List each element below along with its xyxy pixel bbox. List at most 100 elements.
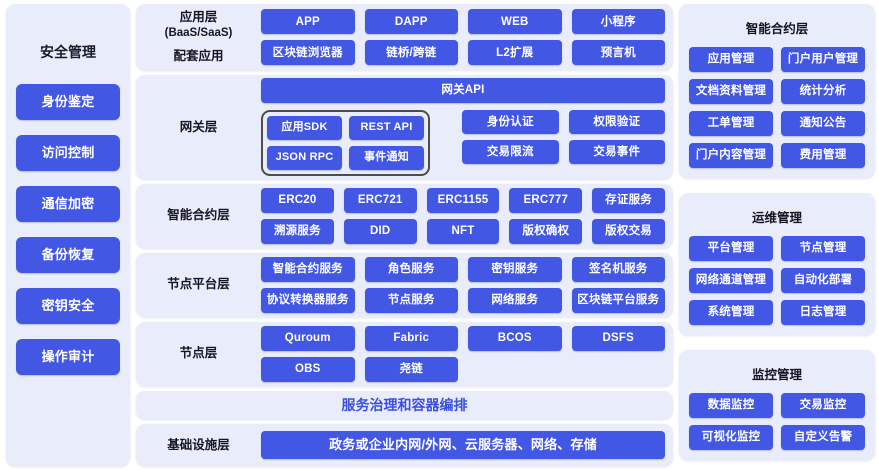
mini-program-button[interactable]: 小程序 — [571, 9, 665, 35]
smart-contract-panel-grid: 应用管理 门户用户管理 文档资料管理 统计分析 工单管理 通知公告 门户内容管理… — [689, 47, 865, 168]
erc721-button[interactable]: ERC721 — [343, 187, 417, 213]
application-column-2: DAPP 链桥/跨链 — [364, 9, 458, 66]
sidebar-item-operation-audit[interactable]: 操作审计 — [16, 339, 120, 375]
work-order-management-button[interactable]: 工单管理 — [689, 111, 773, 136]
fabric-button[interactable]: Fabric — [364, 325, 458, 351]
automated-deployment-button[interactable]: 自动化部署 — [781, 268, 865, 293]
node-platform-layer: 节点平台层 智能合约服务 协议转换器服务 角色服务 节点服务 密钥服务 网络服务 — [136, 252, 673, 317]
blockchain-explorer-button[interactable]: 区块链浏览器 — [261, 40, 355, 66]
app-button[interactable]: APP — [261, 9, 355, 35]
smart-contract-layer: 智能合约层 ERC20 溯源服务 ERC721 DID ERC1155 NFT — [136, 183, 673, 248]
did-button[interactable]: DID — [343, 218, 417, 244]
copyright-trading-button[interactable]: 版权交易 — [592, 218, 665, 244]
erc777-button[interactable]: ERC777 — [509, 187, 583, 213]
evidence-storage-service-button[interactable]: 存证服务 — [592, 187, 665, 213]
node-column-3: BCOS — [468, 325, 562, 382]
fee-management-button[interactable]: 费用管理 — [781, 143, 865, 168]
signer-service-button[interactable]: 签名机服务 — [571, 256, 665, 282]
smart-contract-column-1: ERC20 溯源服务 — [261, 187, 334, 244]
gateway-layer: 网关层 网关API 应用SDK JSON RPC REST API 事件通知 — [136, 75, 673, 179]
node-platform-column-4: 签名机服务 区块链平台服务 — [571, 256, 665, 313]
gateway-api-bar[interactable]: 网关API — [261, 78, 665, 103]
nft-button[interactable]: NFT — [426, 218, 500, 244]
oracle-button[interactable]: 预言机 — [571, 40, 665, 66]
security-management-sidebar: 安全管理 身份鉴定 访问控制 通信加密 备份恢复 密钥安全 操作审计 — [6, 4, 130, 466]
visualization-monitoring-button[interactable]: 可视化监控 — [689, 425, 773, 450]
network-service-button[interactable]: 网络服务 — [468, 287, 562, 313]
sidebar-item-comm-encryption[interactable]: 通信加密 — [16, 186, 120, 222]
notification-announcement-button[interactable]: 通知公告 — [781, 111, 865, 136]
node-platform-column-1: 智能合约服务 协议转换器服务 — [261, 256, 355, 313]
data-monitoring-button[interactable]: 数据监控 — [689, 393, 773, 418]
sidebar-item-backup-recovery[interactable]: 备份恢复 — [16, 237, 120, 273]
node-layer-grid: Quroum OBS Fabric 尧链 BCOS DSFS — [261, 325, 665, 382]
sidebar-item-key-security[interactable]: 密钥安全 — [16, 288, 120, 324]
node-column-2: Fabric 尧链 — [364, 325, 458, 382]
statistical-analysis-button[interactable]: 统计分析 — [781, 79, 865, 104]
application-layer-body: APP 区块链浏览器 DAPP 链桥/跨链 WEB L2扩展 小程序 预言机 — [261, 9, 665, 66]
erc1155-button[interactable]: ERC1155 — [426, 187, 500, 213]
network-channel-management-button[interactable]: 网络通道管理 — [689, 268, 773, 293]
application-management-button[interactable]: 应用管理 — [689, 47, 773, 72]
gateway-right-group: 身份认证 交易限流 权限验证 交易事件 — [440, 110, 665, 176]
custom-alert-button[interactable]: 自定义告警 — [781, 425, 865, 450]
web-button[interactable]: WEB — [468, 9, 562, 35]
event-notification-button[interactable]: 事件通知 — [349, 146, 424, 170]
transaction-monitoring-button[interactable]: 交易监控 — [781, 393, 865, 418]
application-column-1: APP 区块链浏览器 — [261, 9, 355, 66]
platform-management-button[interactable]: 平台管理 — [689, 236, 773, 261]
monitoring-management-panel: 监控管理 数据监控 交易监控 可视化监控 自定义告警 — [679, 350, 875, 460]
dsfs-button[interactable]: DSFS — [571, 325, 665, 351]
portal-user-management-button[interactable]: 门户用户管理 — [781, 47, 865, 72]
node-platform-column-3: 密钥服务 网络服务 — [468, 256, 562, 313]
identity-authentication-button[interactable]: 身份认证 — [462, 110, 559, 134]
gateway-layer-label: 网关层 — [179, 119, 218, 134]
right-panel-column: 智能合约层 应用管理 门户用户管理 文档资料管理 统计分析 工单管理 通知公告 … — [679, 4, 875, 466]
node-platform-grid: 智能合约服务 协议转换器服务 角色服务 节点服务 密钥服务 网络服务 签名机服务… — [261, 256, 665, 313]
infrastructure-layer-body: 政务或企业内网/外网、云服务器、网络、存储 — [261, 430, 665, 459]
rest-api-button[interactable]: REST API — [349, 116, 424, 140]
portal-content-management-button[interactable]: 门户内容管理 — [689, 143, 773, 168]
dapp-button[interactable]: DAPP — [364, 9, 458, 35]
transaction-event-button[interactable]: 交易事件 — [568, 140, 665, 164]
traceability-service-button[interactable]: 溯源服务 — [261, 218, 334, 244]
transaction-throttling-button[interactable]: 交易限流 — [462, 140, 559, 164]
permission-verification-button[interactable]: 权限验证 — [568, 110, 665, 134]
quroum-button[interactable]: Quroum — [261, 325, 355, 351]
log-management-button[interactable]: 日志管理 — [781, 300, 865, 325]
node-service-button[interactable]: 节点服务 — [364, 287, 458, 313]
sdk-column-2: REST API 事件通知 — [349, 116, 424, 170]
application-layer: 应用层 (BaaS/SaaS) 配套应用 APP 区块链浏览器 DAPP 链桥/… — [136, 4, 673, 71]
erc20-button[interactable]: ERC20 — [261, 187, 334, 213]
json-rpc-button[interactable]: JSON RPC — [267, 146, 342, 170]
smart-contract-service-button[interactable]: 智能合约服务 — [261, 256, 355, 282]
application-layer-label-main: 应用层 — [179, 10, 218, 25]
sidebar-item-identity-auth[interactable]: 身份鉴定 — [16, 84, 120, 120]
copyright-confirmation-button[interactable]: 版权确权 — [509, 218, 583, 244]
app-sdk-button[interactable]: 应用SDK — [267, 116, 342, 140]
gateway-right-column-2: 权限验证 交易事件 — [568, 110, 665, 176]
l2-expansion-button[interactable]: L2扩展 — [468, 40, 562, 66]
application-layer-label-sub: (BaaS/SaaS) — [164, 26, 233, 39]
application-layer-label-second: 配套应用 — [173, 49, 224, 64]
role-service-button[interactable]: 角色服务 — [364, 256, 458, 282]
key-service-button[interactable]: 密钥服务 — [468, 256, 562, 282]
obs-button[interactable]: OBS — [261, 356, 355, 382]
chain-bridge-button[interactable]: 链桥/跨链 — [364, 40, 458, 66]
system-management-button[interactable]: 系统管理 — [689, 300, 773, 325]
blockchain-platform-service-button[interactable]: 区块链平台服务 — [571, 287, 665, 313]
node-platform-layer-body: 智能合约服务 协议转换器服务 角色服务 节点服务 密钥服务 网络服务 签名机服务… — [261, 256, 665, 313]
bcos-button[interactable]: BCOS — [468, 325, 562, 351]
panel-title-operations: 运维管理 — [751, 211, 802, 225]
application-layer-grid: APP 区块链浏览器 DAPP 链桥/跨链 WEB L2扩展 小程序 预言机 — [261, 9, 665, 66]
sidebar-item-access-control[interactable]: 访问控制 — [16, 135, 120, 171]
node-layer-label: 节点层 — [179, 346, 218, 361]
smart-contract-column-3: ERC1155 NFT — [426, 187, 500, 244]
infrastructure-content-button[interactable]: 政务或企业内网/外网、云服务器、网络、存储 — [261, 430, 665, 459]
document-management-button[interactable]: 文档资料管理 — [689, 79, 773, 104]
service-governance-band: 服务治理和容器编排 — [136, 390, 673, 419]
node-management-button[interactable]: 节点管理 — [781, 236, 865, 261]
yaochain-button[interactable]: 尧链 — [364, 356, 458, 382]
protocol-converter-service-button[interactable]: 协议转换器服务 — [261, 287, 355, 313]
